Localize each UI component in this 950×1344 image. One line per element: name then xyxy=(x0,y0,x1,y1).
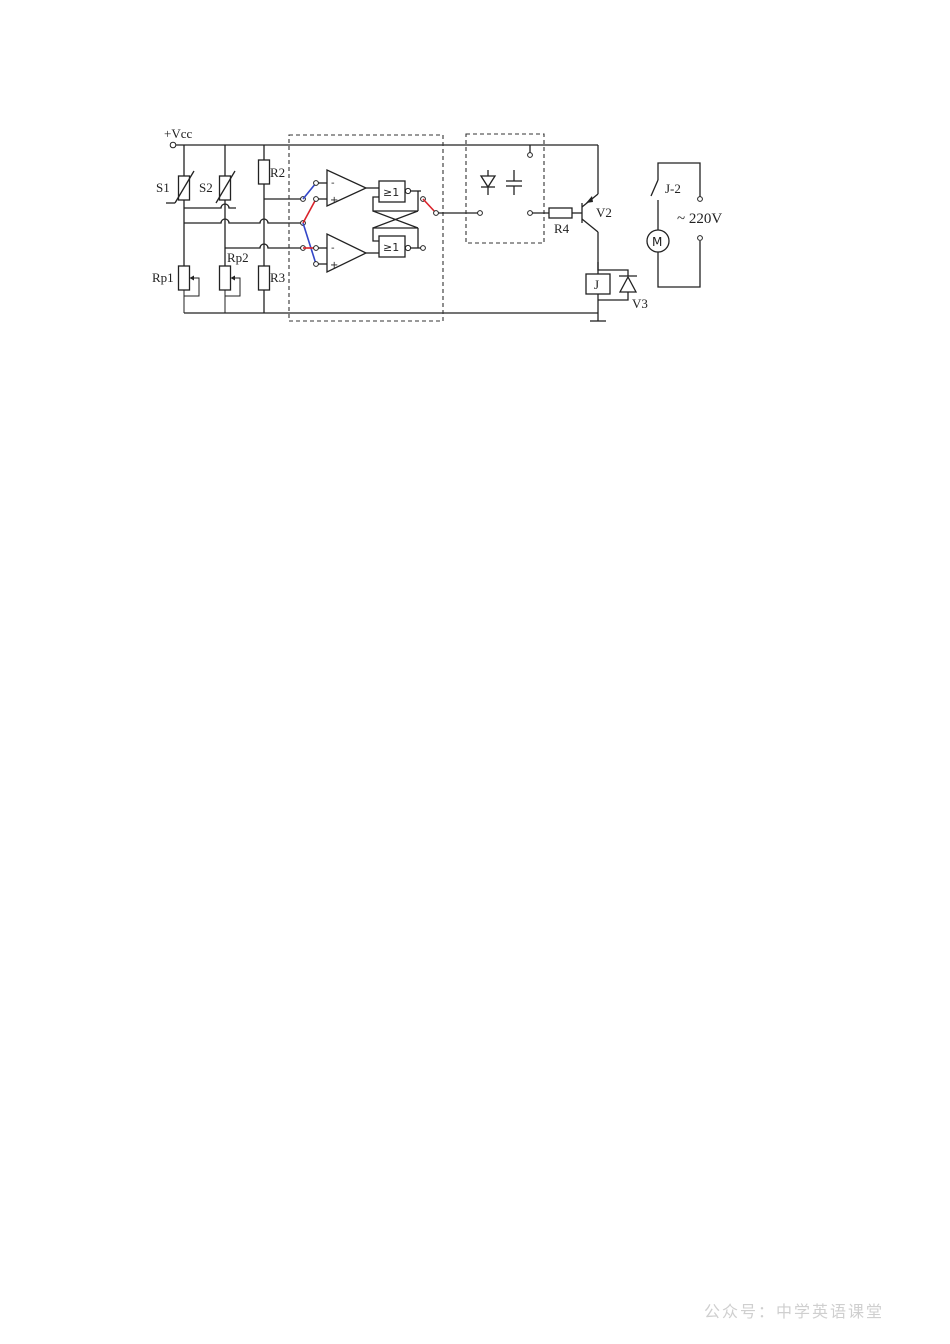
latch-output xyxy=(422,198,483,216)
resistor-r4: R4 xyxy=(548,207,582,236)
transistor-v2: V2 xyxy=(581,145,612,262)
relay-coil: J xyxy=(585,262,629,313)
potentiometer-rp2: Rp2 xyxy=(218,250,249,313)
isolation-module-box xyxy=(465,133,545,244)
supply-label: +Vcc xyxy=(164,126,192,141)
nor-gate-2-label: ≥1 xyxy=(383,241,399,254)
potentiometer-rp1: Rp1 xyxy=(152,265,200,313)
signal-wires xyxy=(184,196,306,251)
transistor-v2-label: V2 xyxy=(596,205,612,220)
diode-v3: V3 xyxy=(598,275,648,311)
nor-gate-2: ≥1 xyxy=(378,228,426,258)
comparator-2-minus: - xyxy=(331,243,335,254)
supply-rail: +Vcc xyxy=(164,126,598,149)
nor-gate-1-label: ≥1 xyxy=(383,186,399,199)
resistor-r3: R3 xyxy=(257,265,285,313)
diode-v3-label: V3 xyxy=(632,296,648,311)
sensor-s2: S2 xyxy=(199,145,236,266)
comparator-2: - + xyxy=(313,232,379,274)
ac-supply-label: ~ 220V xyxy=(677,211,722,227)
nor-gate-1: ≥1 xyxy=(378,180,426,211)
sensor-s2-label: S2 xyxy=(199,180,213,195)
relay-contact-label: J-2 xyxy=(665,181,681,196)
isolation-module xyxy=(479,145,549,216)
comparator-2-plus: + xyxy=(330,260,338,271)
jumper-wires xyxy=(302,182,317,265)
potentiometer-rp1-label: Rp1 xyxy=(152,270,174,285)
sensor-s1-label: S1 xyxy=(156,180,170,195)
resistor-r3-label: R3 xyxy=(270,270,285,285)
motor-label: M xyxy=(652,235,662,249)
sensor-s1: S1 xyxy=(156,145,195,266)
comparator-1: - + xyxy=(313,168,379,208)
resistor-r2-label: R2 xyxy=(270,165,285,180)
comparator-1-minus: - xyxy=(331,178,335,189)
relay-coil-label: J xyxy=(594,277,599,292)
potentiometer-rp2-label: Rp2 xyxy=(227,250,249,265)
load-circuit: M J-2 ~ 220V xyxy=(646,162,722,288)
latch-feedback xyxy=(372,196,419,242)
control-module-box xyxy=(288,134,444,322)
watermark: 公众号：中学英语课堂 xyxy=(703,1302,884,1321)
resistor-r2: R2 xyxy=(257,145,285,266)
resistor-r4-label: R4 xyxy=(554,221,570,236)
comparator-1-plus: + xyxy=(330,195,338,206)
ground-rail xyxy=(184,312,606,322)
